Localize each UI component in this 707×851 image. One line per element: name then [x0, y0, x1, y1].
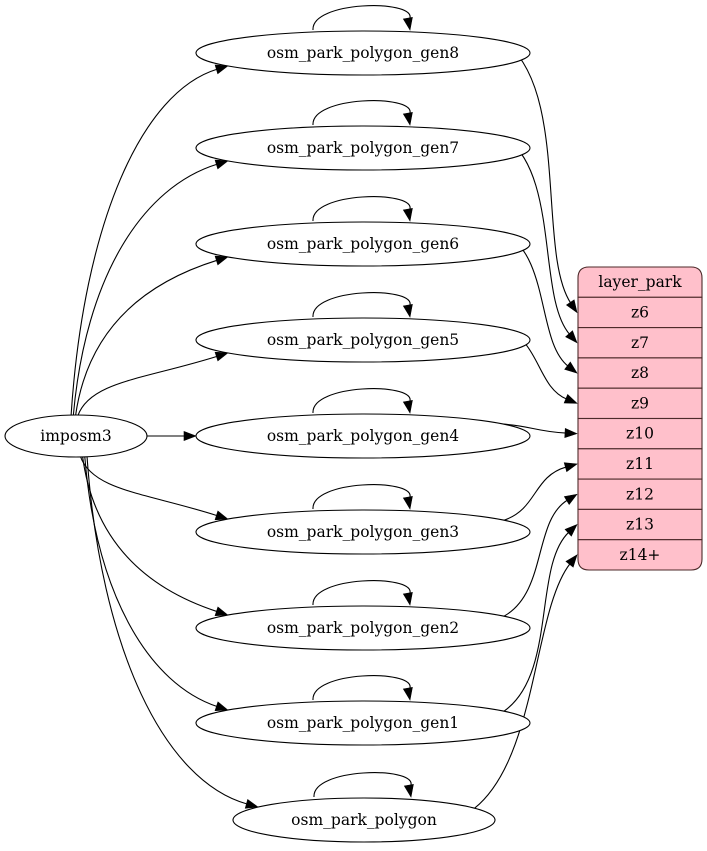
table-row-label-z14+: z14+	[620, 546, 661, 564]
edge-imposm3-gen2	[81, 455, 218, 613]
node-gen8[interactable]	[195, 30, 531, 76]
self-loop-gen4	[312, 388, 411, 414]
table-row-z10[interactable]	[577, 417, 703, 450]
edge-arrowhead-base-z14+	[565, 554, 578, 568]
node-label-gen2: osm_park_polygon_gen2	[267, 619, 459, 637]
edge-imposm3-gen5	[77, 355, 218, 417]
edge-imposm3-gen7	[72, 163, 218, 417]
edge-imposm3-gen3	[79, 455, 218, 517]
table-row-label-z8: z8	[631, 364, 649, 382]
edge-arrowhead-imposm3-gen8	[214, 64, 229, 75]
node-label-gen1: osm_park_polygon_gen1	[267, 714, 459, 732]
edge-imposm3-base	[86, 455, 248, 805]
self-loop-arrowhead-gen8	[402, 17, 413, 31]
node-label-gen6: osm_park_polygon_gen6	[267, 235, 459, 253]
edge-arrowhead-gen5-z9	[563, 393, 578, 404]
table-row-label-z6: z6	[631, 303, 649, 321]
node-gen5[interactable]	[195, 317, 531, 363]
self-loop-gen8	[312, 5, 411, 31]
table-row-label-z12: z12	[626, 485, 654, 503]
edge-base-z14+	[474, 563, 571, 809]
self-loop-arrowhead-gen3	[402, 496, 413, 510]
edge-gen3-z11	[503, 466, 567, 521]
self-loop-gen2	[312, 580, 411, 606]
table-row-label-z10: z10	[626, 425, 654, 443]
table-row-z14+[interactable]	[577, 539, 703, 571]
self-loop-arrowhead-gen4	[402, 400, 413, 414]
table-row-label-z11: z11	[626, 455, 654, 473]
node-imposm3[interactable]	[4, 414, 148, 458]
self-loop-arrowhead-gen5	[402, 304, 413, 318]
self-loop-arrowhead-base	[403, 784, 414, 798]
table-layer: layer_park z6 z7 z8 z9 z10 z11 z12 z13 z14+	[577, 266, 703, 571]
self-loop-arrowhead-gen7	[402, 112, 413, 126]
self-loop-gen5	[312, 292, 411, 318]
self-loop-gen1	[312, 675, 411, 701]
edge-arrowhead-gen7-z7	[565, 330, 578, 344]
edge-arrowhead-imposm3-gen7	[214, 159, 229, 170]
edge-arrowhead-imposm3-gen1	[214, 701, 229, 711]
edge-imposm3-gen6	[74, 259, 218, 417]
edge-arrowhead-gen6-z8	[564, 361, 578, 374]
table-row-z11[interactable]	[577, 448, 703, 480]
edge-arrowhead-imposm3-gen4	[183, 430, 197, 442]
self-loop-base	[313, 772, 412, 798]
node-label-gen4: osm_park_polygon_gen4	[267, 427, 459, 445]
edge-arrowhead-gen1-z13	[564, 523, 578, 537]
self-loop-gen6	[312, 196, 411, 222]
table-title: layer_park	[598, 273, 682, 291]
edge-imposm3-gen1	[84, 455, 218, 708]
edge-arrowhead-imposm3-base	[244, 798, 259, 809]
node-gen7[interactable]	[195, 125, 531, 171]
node-gen1[interactable]	[195, 700, 531, 746]
edges-layer	[70, 5, 578, 809]
edge-arrowhead-gen8-z6	[565, 299, 578, 314]
self-loop-arrowhead-gen6	[402, 208, 413, 222]
node-gen2[interactable]	[195, 605, 531, 651]
edge-gen1-z13	[503, 531, 570, 712]
edge-arrowhead-imposm3-gen5	[214, 351, 229, 362]
edge-arrowhead-imposm3-gen3	[214, 510, 229, 521]
table-row-z9[interactable]	[577, 387, 703, 420]
node-label-gen7: osm_park_polygon_gen7	[267, 139, 459, 157]
edge-gen4-z10	[503, 423, 567, 434]
self-loop-gen7	[312, 100, 411, 126]
node-gen3[interactable]	[195, 509, 531, 555]
self-loop-gen3	[312, 484, 411, 510]
node-label-imposm3: imposm3	[40, 427, 111, 445]
node-gen4[interactable]	[195, 413, 531, 459]
table-row-z13[interactable]	[577, 508, 703, 541]
node-label-gen8: osm_park_polygon_gen8	[267, 44, 459, 62]
table-row-label-z13: z13	[626, 516, 654, 534]
node-base[interactable]	[232, 797, 496, 843]
nodes-layer: imposm3 osm_park_polygon_gen8 osm_park_pol…	[4, 30, 531, 843]
table-row-z12[interactable]	[577, 478, 703, 510]
node-gen6[interactable]	[195, 221, 531, 267]
table-row-label-z7: z7	[631, 334, 649, 352]
edge-arrowhead-gen3-z11	[563, 462, 578, 473]
edge-arrowhead-gen4-z10	[564, 427, 578, 439]
table-row-z7[interactable]	[577, 327, 703, 359]
self-loop-arrowhead-gen1	[402, 687, 413, 701]
edge-arrowhead-gen2-z12	[563, 493, 578, 505]
edge-arrowhead-imposm3-gen2	[214, 606, 229, 617]
node-label-gen3: osm_park_polygon_gen3	[267, 523, 459, 541]
self-loop-arrowhead-gen2	[402, 592, 413, 606]
edge-imposm3-gen8	[70, 68, 218, 417]
table-row-label-z9: z9	[631, 394, 649, 412]
node-label-gen5: osm_park_polygon_gen5	[267, 331, 459, 349]
edge-arrowhead-imposm3-gen6	[214, 255, 229, 266]
edge-gen2-z12	[503, 499, 568, 617]
table-header-cell	[577, 266, 703, 298]
table-row-z6[interactable]	[577, 296, 703, 329]
edge-gen8-z6	[503, 40, 572, 304]
node-label-base: osm_park_polygon	[291, 811, 437, 829]
